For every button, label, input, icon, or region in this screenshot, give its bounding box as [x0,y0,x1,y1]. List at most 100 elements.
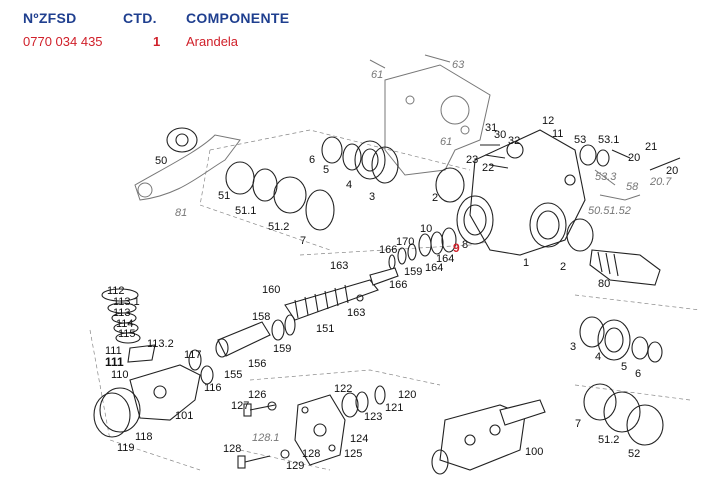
callout-3b: 3 [570,341,576,353]
callout-9-highlight: 9 [453,241,460,255]
callout-labels: 61 63 61 12 11 31 30 32 23 22 53 53.1 21… [105,59,678,472]
callout-30: 30 [494,129,506,141]
callout-1: 1 [523,257,529,269]
callout-114: 114 [116,318,134,330]
callout-7: 7 [300,235,306,247]
header-code: NºZFSD [23,10,77,26]
callout-121: 121 [385,402,403,414]
callout-125: 125 [344,448,362,460]
callout-160: 160 [262,284,280,296]
callout-113-1: 113.1 [113,296,140,308]
row-code: 0770 034 435 [23,34,103,49]
callout-112: 112 [107,285,125,297]
callout-111a: 111 [105,345,122,357]
end-cover-101 [93,349,214,438]
worm-shaft-151 [284,267,399,321]
row-component: Arandela [186,34,239,49]
bracket-61 [369,54,491,176]
callout-128b: 128 [302,448,320,460]
callout-115: 115 [118,328,136,340]
callout-58: 58 [626,181,639,193]
callout-124: 124 [350,433,368,445]
callout-101: 101 [175,410,193,422]
callout-120: 120 [398,389,416,401]
callout-111b: 111 [105,355,124,369]
callout-100: 100 [525,446,543,458]
callout-20a: 20 [628,152,640,164]
callout-159b: 159 [273,343,291,355]
callout-2a: 2 [432,192,438,204]
callout-5: 5 [323,164,329,176]
callout-61: 61 [371,69,383,81]
callout-3: 3 [369,191,375,203]
callout-52: 52 [628,448,640,460]
callout-11: 11 [552,128,563,140]
pitman-arm [134,127,241,201]
callout-110: 110 [111,369,129,381]
callout-4b: 4 [595,351,601,363]
callout-21: 21 [645,141,657,153]
top-fittings [480,144,681,201]
callout-128a: 128 [223,443,241,455]
callout-164a: 164 [436,253,454,265]
callout-31: 31 [485,122,497,134]
callout-166a: 166 [379,244,397,256]
callout-117: 117 [184,349,202,361]
piston-156 [215,314,296,358]
callout-80: 80 [598,278,610,290]
callout-4: 4 [346,179,352,191]
callout-170: 170 [396,236,414,248]
callout-163a: 163 [330,260,348,272]
callout-32: 32 [508,135,520,147]
callout-53: 53 [574,134,586,146]
callout-20b: 20 [666,165,678,177]
callout-51-2: 51.2 [268,221,289,233]
callout-53-1: 53.1 [598,134,619,146]
callout-50: 50 [155,155,167,167]
seal-stack [388,227,457,270]
callout-113: 113 [113,307,131,319]
callout-51-2b: 51.2 [598,434,619,446]
callout-164b: 164 [425,262,443,274]
callout-156: 156 [248,358,266,370]
header-component: COMPONENTE [186,10,290,26]
bolt-127 [243,401,277,417]
valve-body-100 [431,399,546,475]
sector-shaft-80 [589,249,661,286]
callout-6: 6 [309,154,315,166]
callout-159a: 159 [404,266,422,278]
callout-51-1: 51.1 [235,205,256,217]
bearing-stack-lower [579,316,663,363]
callout-51: 51 [218,190,230,202]
callout-118: 118 [135,431,153,443]
bolt-128 [237,449,290,469]
callout-113-2: 113.2 [147,338,174,350]
callout-81: 81 [175,207,187,219]
callout-163b: 163 [347,307,365,319]
callout-8: 8 [462,239,468,251]
callout-129: 129 [286,460,304,472]
callout-155: 155 [224,369,242,381]
callout-151: 151 [316,323,334,335]
callout-23: 23 [466,154,478,166]
header-quantity: CTD. [123,10,157,26]
bearing-stack-upper [225,136,399,231]
row-quantity: 1 [153,34,161,49]
callout-166b: 166 [389,279,407,291]
callout-119: 119 [117,442,135,454]
callout-5b: 5 [621,361,627,373]
callout-127: 127 [231,400,249,412]
callout-6b: 6 [635,368,641,380]
callout-2b: 2 [560,261,566,273]
callout-53-3: 53.3 [595,171,617,183]
callout-50-51-52: 50.51.52 [588,205,631,217]
callout-10: 10 [420,223,432,235]
callout-61b: 61 [440,136,452,148]
rings-lower-right [583,383,664,446]
callout-7b: 7 [575,418,581,430]
callout-12: 12 [542,115,554,127]
cover-124 [294,385,386,466]
callout-128-1: 128.1 [252,432,280,444]
callout-20-7: 20.7 [649,176,672,188]
